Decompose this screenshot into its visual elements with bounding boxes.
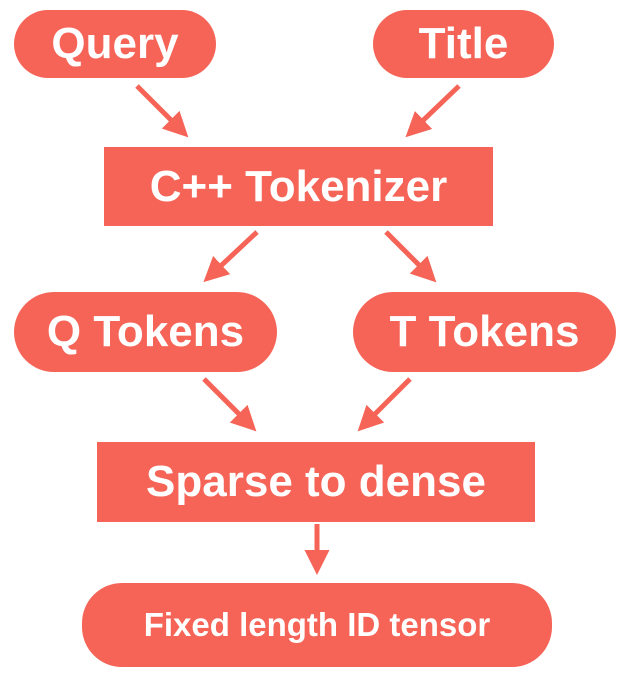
arrow-tokenizer-to-q-tokens	[203, 230, 259, 283]
arrow-tokenizer-to-t-tokens	[384, 230, 437, 283]
arrow-q-tokens-to-sparse	[202, 377, 257, 432]
node-q-tokens: Q Tokens	[14, 292, 277, 372]
node-t-tokens: T Tokens	[353, 292, 616, 372]
node-sparse-to-dense: Sparse to dense	[97, 442, 535, 522]
node-fixed-length-id-tensor: Fixed length ID tensor	[82, 583, 552, 667]
node-query: Query	[14, 10, 216, 78]
arrow-t-tokens-to-sparse	[357, 377, 412, 432]
node-title: Title	[373, 10, 554, 78]
arrow-title-to-tokenizer	[405, 84, 461, 138]
node-cpp-tokenizer: C++ Tokenizer	[104, 147, 493, 226]
arrow-query-to-tokenizer	[135, 84, 189, 138]
